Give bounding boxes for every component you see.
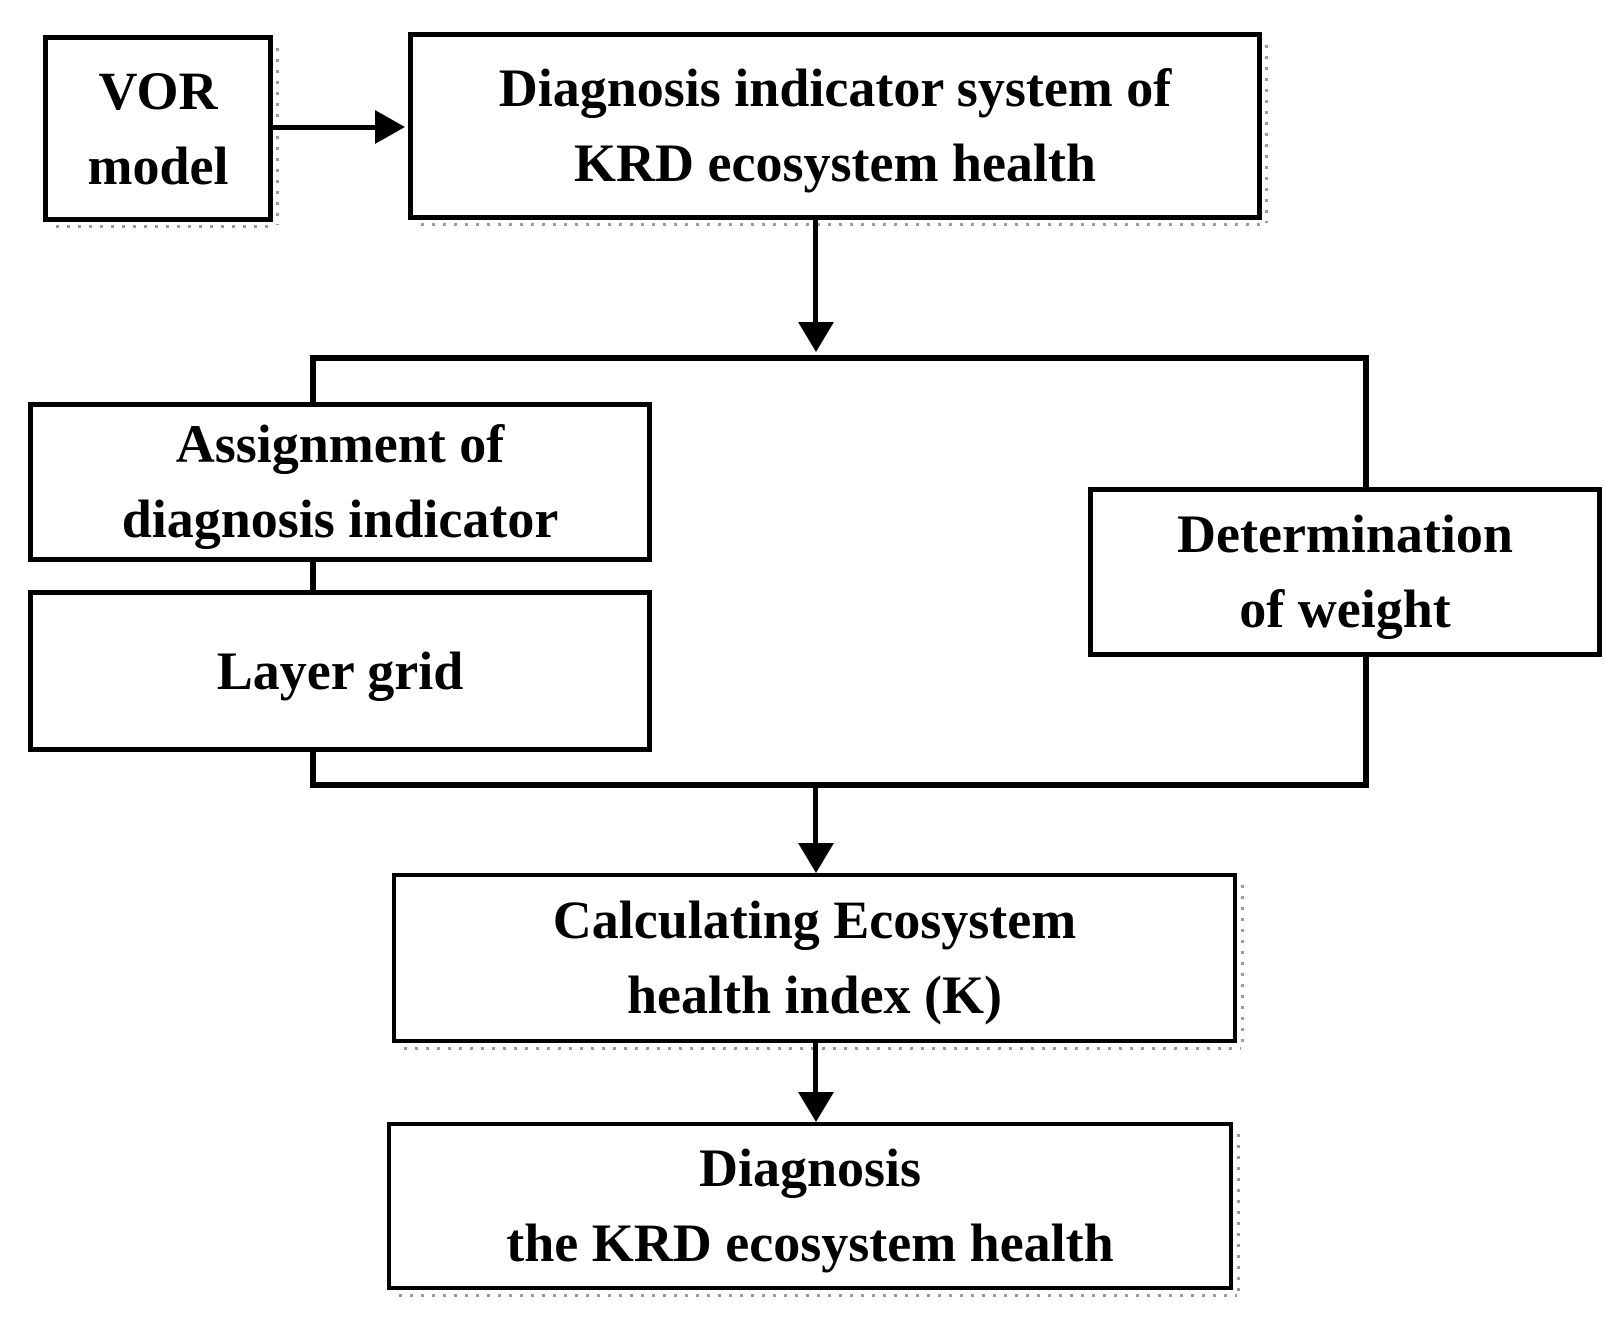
calculating-ecosystem-health-index-label: Calculating Ecosystem health index (K)	[552, 890, 1077, 1025]
determination-of-weight-label: Determination of weight	[1177, 504, 1513, 639]
arrow-down-icon	[798, 322, 834, 352]
vor-model-box: VOR model	[43, 35, 279, 228]
layer-grid-label: Layer grid	[216, 640, 464, 701]
layer-grid-box: Layer grid	[28, 590, 652, 752]
arrow-vor-to-indicator-shaft	[273, 125, 377, 130]
arrow-down-icon	[798, 1092, 834, 1122]
arrow-indicator-to-group-shaft	[813, 220, 818, 324]
vor-model-label: VOR model	[87, 60, 229, 196]
arrow-down-icon	[798, 843, 834, 873]
determination-of-weight-box: Determination of weight	[1088, 487, 1602, 657]
diagnosis-krd-ecosystem-health-label: Diagnosis the KRD ecosystem health	[506, 1138, 1114, 1273]
diagnosis-indicator-system-label: Diagnosis indicator system of KRD ecosys…	[498, 58, 1172, 193]
assignment-of-diagnosis-indicator-box: Assignment of diagnosis indicator	[28, 402, 652, 562]
assignment-of-diagnosis-indicator-label: Assignment of diagnosis indicator	[121, 414, 559, 549]
arrow-calculating-to-diagnosis-shaft	[813, 1043, 818, 1094]
diagnosis-indicator-system-box: Diagnosis indicator system of KRD ecosys…	[408, 32, 1268, 226]
diagnosis-krd-ecosystem-health-box: Diagnosis the KRD ecosystem health	[387, 1122, 1240, 1297]
arrow-right-icon	[375, 110, 405, 144]
calculating-ecosystem-health-index-box: Calculating Ecosystem health index (K)	[392, 873, 1244, 1050]
arrow-group-to-calculating-shaft	[813, 788, 818, 845]
